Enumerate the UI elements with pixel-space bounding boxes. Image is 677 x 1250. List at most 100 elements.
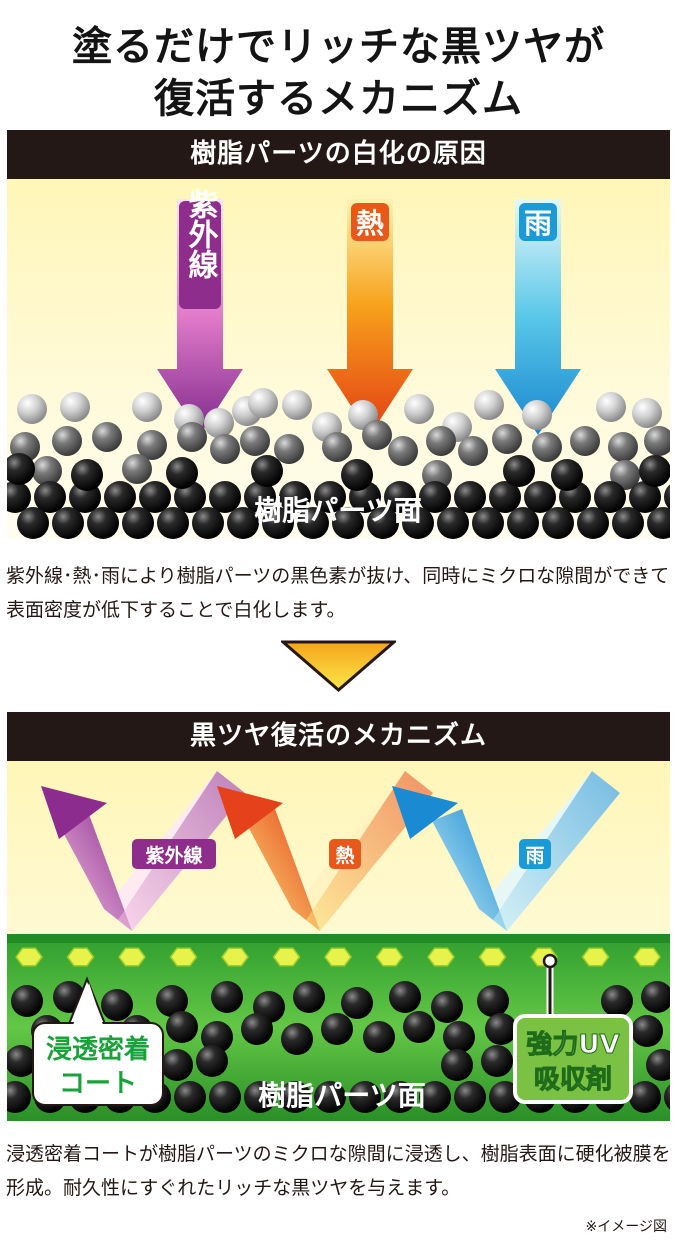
resin-particle [441,1049,473,1081]
svg-text:紫外線: 紫外線 [183,189,219,279]
resin-particle [281,1023,313,1055]
svg-text:浸透密着: 浸透密着 [46,1034,150,1065]
resin-particle [639,455,670,487]
heat-arrow [327,199,413,435]
resin-particle [419,1081,451,1113]
resin-particle [443,1021,475,1053]
resin-particle [293,981,325,1013]
fading-particle [362,420,392,450]
resin-particle [244,1081,276,1113]
fading-particle [492,424,522,454]
faded-particle [132,392,162,422]
resin-particle [542,507,574,539]
rain-label: 雨 [519,203,557,241]
resin-particle [612,507,644,539]
fading-particle [32,456,62,486]
resin-particle [431,991,463,1023]
uv-absorber-hexagon [15,947,43,967]
faded-particle [522,400,552,430]
resin-particle [314,1081,346,1113]
resin-particle [641,981,670,1013]
page-title-line1: 塗るだけでリッチな黒ツヤが [72,24,605,70]
panel1-diagram: 紫外線 熱 雨 樹脂パーツ面 [7,179,670,539]
svg-text:強力UV: 強力UV [526,1030,619,1060]
resin-particle [104,481,136,513]
panel1-particles [7,388,670,539]
resin-particle [437,507,469,539]
fading-particle [610,460,640,490]
fading-particle [608,432,638,462]
panel1-surface-label: 樹脂パーツ面 [254,494,421,527]
resin-particle [227,507,259,539]
panel2-header: 黒ツヤ復活のメカニズム [7,712,670,761]
panel2-particles [7,981,670,1113]
page-title-line2: 復活するメカニズム [154,76,523,122]
fading-particle [52,426,82,456]
resin-particle [196,1045,228,1077]
resin-particle [7,481,31,513]
resin-particle [314,481,346,513]
fading-particle [644,426,670,456]
resin-particle [594,481,626,513]
fading-particle [137,430,167,460]
uv-absorber-hexagon [324,947,352,967]
resin-particle [174,1081,206,1113]
resin-particle [363,1021,395,1053]
faded-particle [282,390,312,420]
resin-particle [209,481,241,513]
resin-particle [241,1013,273,1045]
panel1-description: 紫外線･熱･雨により樹脂パーツの黒色素が抜け、同時にミクロな隙間ができて表面密度… [6,565,670,621]
panel2-diagram: 紫外線 熱 雨 強力UV 吸収剤 [7,761,670,1121]
resin-particle [629,1081,661,1113]
absorber-label: 強力UV 吸収剤 [513,1014,633,1104]
fading-particle [122,454,152,484]
heat-label-2: 熱 [329,839,361,869]
svg-text:熱: 熱 [335,844,354,867]
resin-particle [631,1015,663,1047]
svg-text:吸収剤: 吸収剤 [534,1064,612,1095]
faded-particle [404,394,434,424]
resin-particle [279,481,311,513]
panel1-header: 樹脂パーツの白化の原因 [7,130,670,179]
coat-callout: 浸透密着 コート [32,976,164,1106]
fading-particle [426,426,456,456]
resin-particle [7,453,35,485]
resin-particle [341,459,373,491]
resin-particle [647,507,670,539]
fading-particle [240,426,270,456]
resin-particle [166,1011,198,1043]
uv-absorber-hexagon [169,947,198,967]
faded-particle [474,390,504,420]
resin-particle [279,1081,311,1113]
resin-particle [402,507,434,539]
resin-particle [87,507,119,539]
uv-absorber-hexagon [221,947,249,967]
uv-absorber-hexagon [581,947,610,967]
resin-particle [551,459,583,491]
resin-particle [419,481,451,513]
svg-text:熱: 熱 [356,207,384,240]
resin-particle [454,481,486,513]
image-note: ※イメージ図 [585,1219,667,1235]
panel2-description: 浸透密着コートが樹脂パーツのミクロな隙間に浸透し、樹脂表面に硬化被膜を形成。耐久… [6,1143,671,1199]
resin-particle [489,481,521,513]
resin-particle [332,507,364,539]
faded-particle [596,392,626,422]
uv-absorber-hexagon [375,947,404,967]
uv-arrow [157,199,243,435]
fading-particle [388,436,418,466]
fading-particle [92,422,122,452]
resin-particle [211,981,243,1013]
resin-particle [524,481,556,513]
resin-particle [7,1081,31,1113]
resin-particle [192,507,224,539]
resin-particle [577,507,609,539]
resin-particle [664,484,670,510]
rain-label-2: 雨 [519,839,551,869]
resin-particle [477,985,509,1017]
resin-particle [454,1081,486,1113]
resin-particle [34,481,66,513]
resin-particle [52,507,84,539]
uv-label-2: 紫外線 [132,839,216,869]
uv-absorber-hexagon [633,947,661,967]
